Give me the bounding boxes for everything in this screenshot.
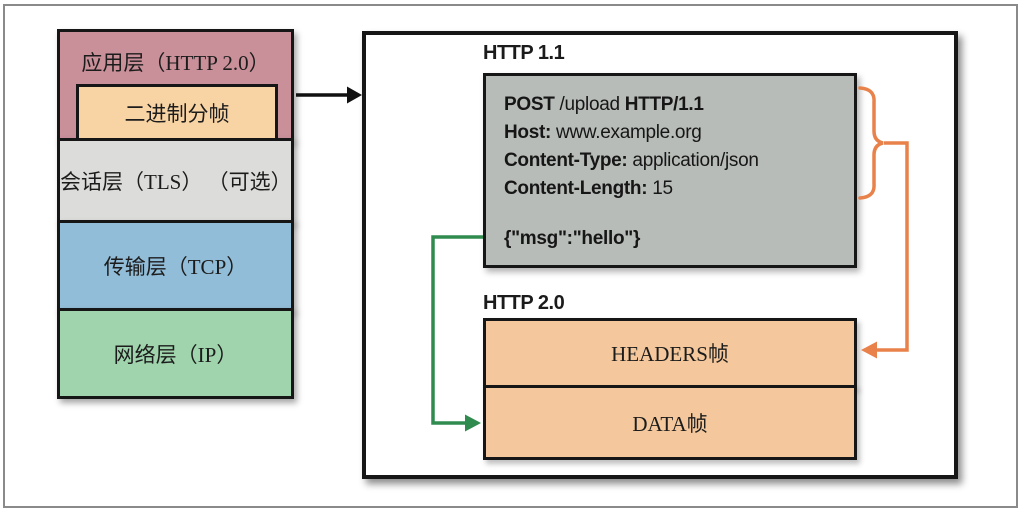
headers-frame-label: HEADERS帧 <box>611 342 729 366</box>
header-content-type-key: Content-Type: <box>504 150 628 171</box>
figure-border <box>3 4 1018 508</box>
header-host: Host: www.example.org <box>504 119 854 147</box>
request-method: POST <box>504 94 555 115</box>
request-path: /upload <box>554 94 625 115</box>
layer-network-label: 网络层（IP） <box>113 342 238 367</box>
header-content-type-value: application/json <box>627 150 759 171</box>
request-version: HTTP/1.1 <box>624 94 704 115</box>
layer-binary-framing: 二进制分帧 <box>76 84 278 141</box>
header-content-length-key: Content-Length: <box>504 178 648 199</box>
http11-label: HTTP 1.1 <box>483 42 565 64</box>
request-line: POST /upload HTTP/1.1 <box>504 91 854 119</box>
layer-network: 网络层（IP） <box>57 308 294 399</box>
header-content-length: Content-Length: 15 <box>504 175 854 203</box>
layer-application-label: 应用层（HTTP 2.0） <box>81 51 270 75</box>
request-body: {"msg":"hello"} <box>504 225 854 253</box>
headers-frame-box: HEADERS帧 <box>483 318 857 388</box>
header-content-type: Content-Type: application/json <box>504 147 854 175</box>
data-frame-label: DATA帧 <box>632 411 708 436</box>
layer-transport: 传输层（TCP） <box>57 220 294 311</box>
layer-session: 会话层（TLS） （可选） <box>57 138 294 223</box>
header-host-value: www.example.org <box>551 122 702 143</box>
layer-session-label: 会话层（TLS） （可选） <box>60 169 292 194</box>
header-host-key: Host: <box>504 122 552 143</box>
layer-transport-label: 传输层（TCP） <box>103 254 248 279</box>
http20-label: HTTP 2.0 <box>483 292 565 314</box>
http11-request-box: POST /upload HTTP/1.1 Host: www.example.… <box>483 73 857 268</box>
data-frame-box: DATA帧 <box>483 385 857 460</box>
layer-binary-framing-label: 二进制分帧 <box>124 101 230 126</box>
request-blank-line <box>504 203 854 225</box>
request-body-text: {"msg":"hello"} <box>504 228 641 249</box>
header-content-length-value: 15 <box>647 178 673 199</box>
